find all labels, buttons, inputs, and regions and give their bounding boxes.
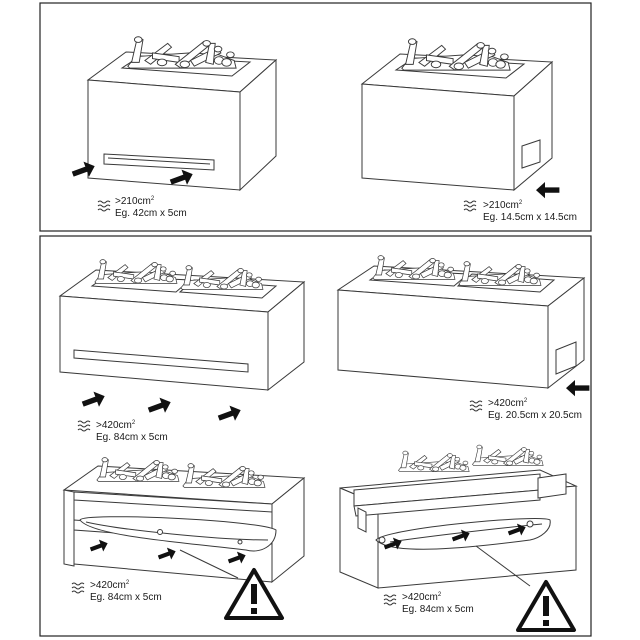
panel-6-unit [339,444,578,589]
top-frame [39,2,592,232]
panel-5-area: >420cm2 [90,580,130,591]
airflow-icon [77,420,91,432]
warning-triangle-icon [516,580,576,632]
air-inlet-arrow-icon [530,174,565,206]
panel-1-unit [69,36,278,192]
air-inlet-arrow-icon [145,394,174,418]
air-inlet-arrow-icon [215,402,244,426]
panel-3-example: Eg. 84cm x 5cm [96,432,168,443]
airflow-icon [469,400,483,412]
panel-4-example: Eg. 20.5cm x 20.5cm [488,410,582,421]
panel-2-example: Eg. 14.5cm x 14.5cm [483,212,577,223]
panel-6-example: Eg. 84cm x 5cm [402,604,474,615]
panel-1-example: Eg. 42cm x 5cm [115,208,187,219]
panel-2-area: >210cm2 [483,200,523,211]
airflow-icon [383,594,397,606]
bottom-frame [39,235,592,637]
panel-2-unit [360,38,565,206]
panel-5-unit [62,457,306,584]
panel-5-example: Eg. 84cm x 5cm [90,592,162,603]
panel-6-area: >420cm2 [402,592,442,603]
panel-4-area: >420cm2 [488,398,528,409]
air-inlet-arrow-icon [88,537,110,556]
air-inlet-arrow-icon [226,549,248,568]
panel-1-area: >210cm2 [115,196,155,207]
air-inlet-arrow-icon [156,545,178,564]
air-inlet-arrow-icon [79,388,108,412]
airflow-icon [71,582,85,594]
panel-3-area: >420cm2 [96,420,136,431]
airflow-icon [97,200,111,212]
panel-3-unit [58,259,306,426]
panel-4-unit [336,255,595,404]
air-inlet-arrow-icon [560,372,595,404]
airflow-icon [463,200,477,212]
